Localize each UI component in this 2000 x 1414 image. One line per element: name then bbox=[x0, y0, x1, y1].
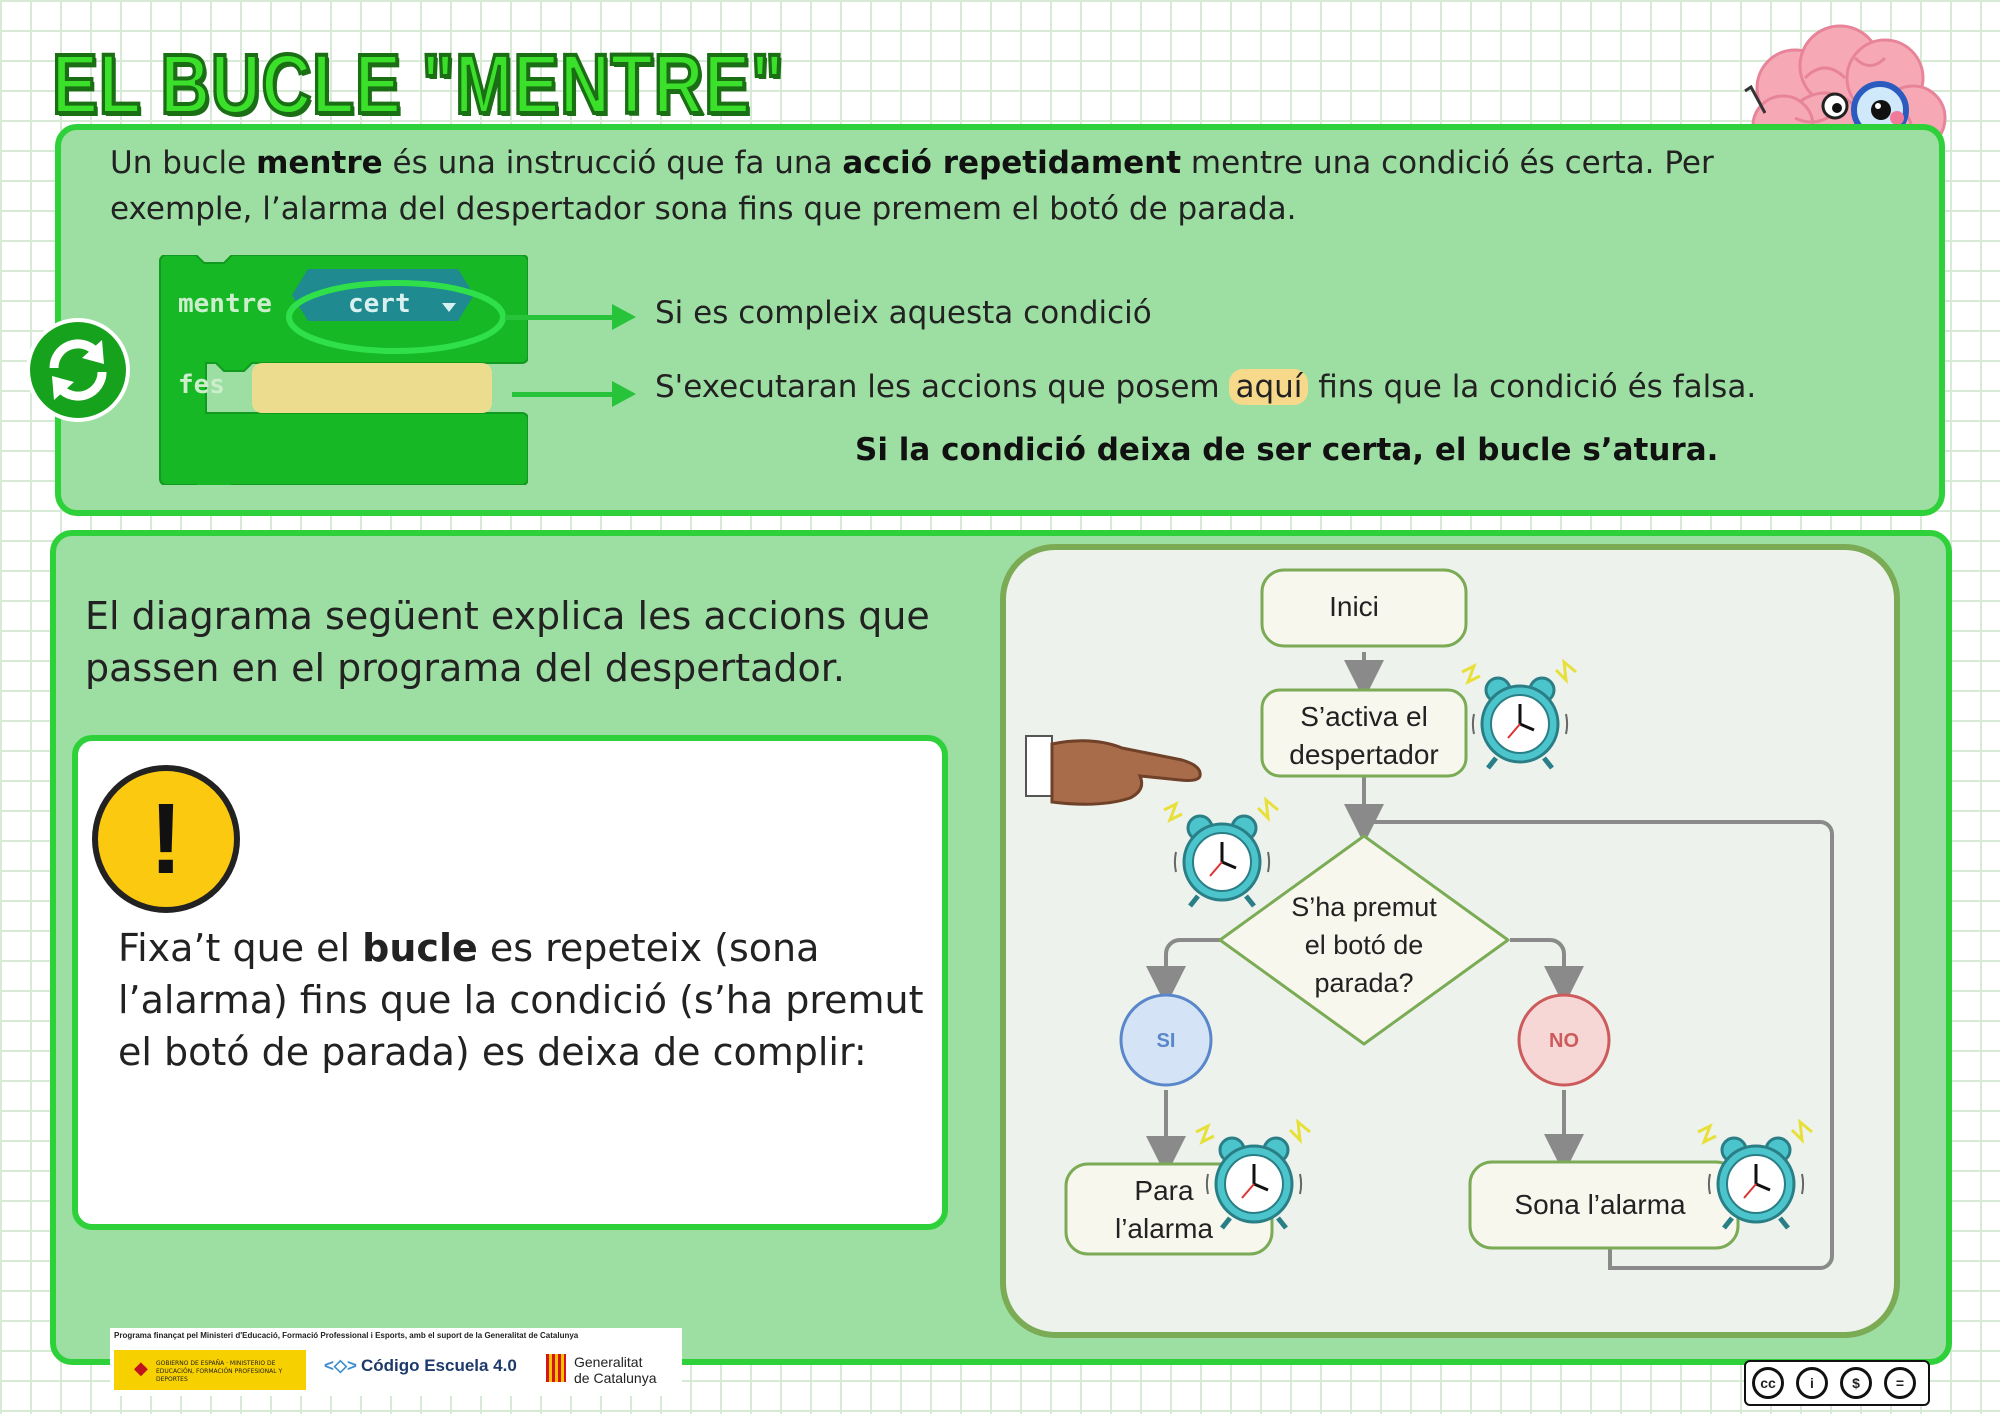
svg-text:el botó de: el botó de bbox=[1305, 930, 1424, 960]
alarm-clock-icon bbox=[1164, 800, 1278, 906]
funding-text: Programa finançat pel Ministeri d'Educac… bbox=[114, 1331, 579, 1340]
government-logo: ◆ GOBIERNO DE ESPAÑA · MINISTERIO DE EDU… bbox=[114, 1350, 306, 1390]
flow-node-yes: SI bbox=[1119, 993, 1213, 1087]
block-keyword: mentre bbox=[178, 289, 272, 319]
svg-text:l’alarma: l’alarma bbox=[1115, 1213, 1213, 1244]
svg-text:Sona l’alarma: Sona l’alarma bbox=[1514, 1189, 1686, 1220]
svg-text:NO: NO bbox=[1549, 1030, 1579, 1052]
arrow-head-icon bbox=[612, 304, 636, 330]
block-do: fes bbox=[178, 370, 225, 400]
svg-text:Para: Para bbox=[1134, 1175, 1194, 1206]
alarm-clock-icon bbox=[1462, 662, 1576, 768]
flow-node-question: S’ha premut el botó de parada? bbox=[1218, 834, 1510, 1046]
diagram-description: El diagrama següent explica les accions … bbox=[85, 594, 930, 690]
flow-node-start: Inici bbox=[1260, 568, 1468, 648]
condition-explanation: Si es compleix aquesta condició bbox=[655, 295, 1152, 331]
codigo-escuela-logo: <◇>Código Escuela 4.0 bbox=[324, 1356, 517, 1375]
cc-icon: cc bbox=[1752, 1367, 1784, 1399]
noderivatives-icon: = bbox=[1884, 1367, 1916, 1399]
actions-explanation: S'executaran les accions que posem aquí … bbox=[655, 369, 1757, 405]
arrow-condition bbox=[505, 315, 615, 320]
spain-shield-icon: ◆ bbox=[134, 1358, 148, 1379]
government-text: GOBIERNO DE ESPAÑA · MINISTERIO DE EDUCA… bbox=[156, 1360, 283, 1383]
flow-node-no: NO bbox=[1517, 993, 1611, 1087]
svg-text:SI: SI bbox=[1157, 1030, 1176, 1052]
hand-pointing-icon bbox=[1025, 735, 1202, 806]
flow-node-activate: S’activa el despertador bbox=[1260, 688, 1468, 778]
svg-text:parada?: parada? bbox=[1314, 968, 1413, 998]
svg-text:Inici: Inici bbox=[1329, 591, 1379, 622]
stop-explanation: Si la condició deixa de ser certa, el bu… bbox=[855, 432, 1719, 468]
while-code-block: mentre cert fes bbox=[159, 255, 528, 485]
gencat-flag-icon bbox=[546, 1354, 566, 1382]
arrow-head-icon bbox=[612, 381, 636, 407]
codigo-mark-icon: <◇> bbox=[324, 1356, 357, 1375]
funding-logos: Programa finançat pel Ministeri d'Educac… bbox=[110, 1328, 682, 1396]
svg-text:despertador: despertador bbox=[1289, 739, 1438, 770]
note-text: Fixa’t que el bucle es repeteix (sona l’… bbox=[118, 926, 924, 1074]
dropdown-arrow-icon bbox=[442, 303, 456, 312]
creative-commons-badge: cc i $ = bbox=[1744, 1360, 1930, 1406]
attribution-icon: i bbox=[1796, 1367, 1828, 1399]
flow-node-ring: Sona l’alarma bbox=[1468, 1160, 1740, 1250]
page-title: EL BUCLE "MENTRE" bbox=[50, 35, 785, 133]
intro-text: Un bucle mentre és una instrucció que fa… bbox=[110, 145, 1714, 227]
loop-icon bbox=[26, 318, 130, 422]
block-condition: cert bbox=[348, 289, 411, 319]
svg-text:S’ha premut: S’ha premut bbox=[1291, 892, 1437, 922]
flowchart: Inici S’activa el despertador S’ha premu… bbox=[1025, 568, 1834, 1270]
noncommercial-icon: $ bbox=[1840, 1367, 1872, 1399]
svg-text:S’activa el: S’activa el bbox=[1300, 701, 1428, 732]
arrow-actions bbox=[512, 392, 615, 397]
warning-icon: ! bbox=[92, 765, 240, 913]
